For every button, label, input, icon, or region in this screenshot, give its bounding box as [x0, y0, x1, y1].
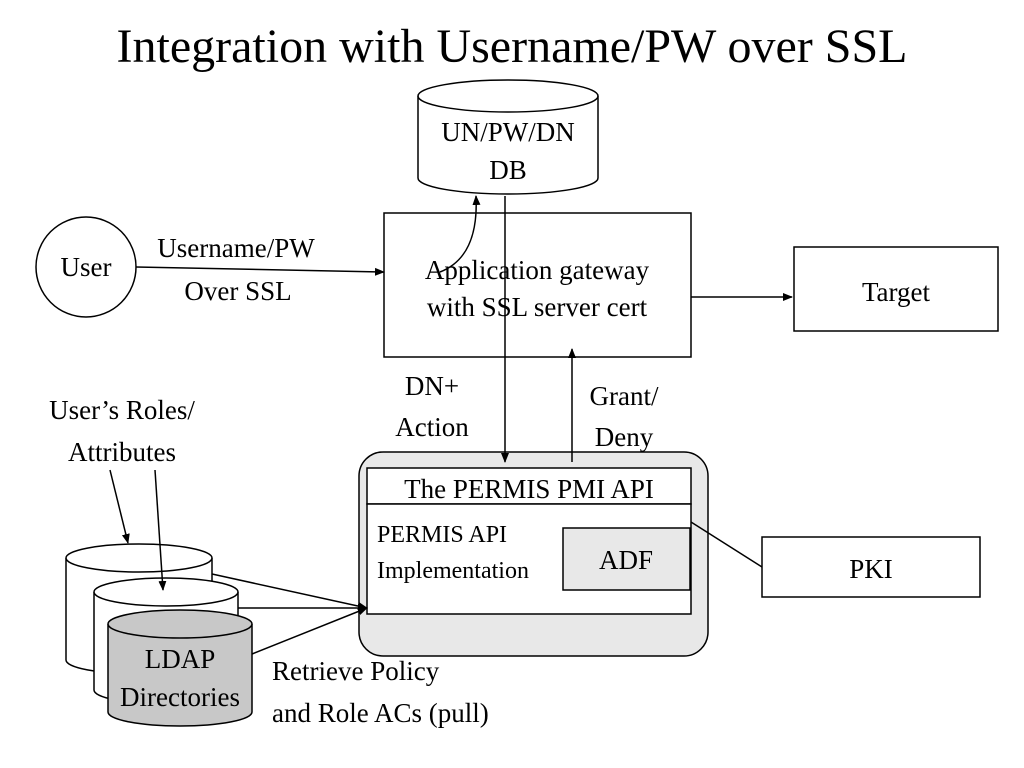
pki-link — [690, 521, 763, 568]
gateway-label-line2: with SSL server cert — [427, 292, 648, 322]
application-gateway: Application gateway with SSL server cert — [383, 212, 692, 358]
credentials-db-label-line2: DB — [489, 155, 527, 185]
ldap-label-line2: Directories — [120, 682, 240, 712]
permis-api-title: The PERMIS PMI API — [404, 474, 654, 504]
credentials-db-label-line1: UN/PW/DN — [441, 117, 575, 147]
gateway-label-line1: Application gateway — [425, 255, 650, 285]
roles-arrow-2 — [154, 469, 167, 591]
roles-label-line1: User’s Roles/ — [49, 395, 195, 425]
request-label-line2: Action — [395, 412, 469, 442]
retrieve-label-line1: Retrieve Policy — [272, 656, 440, 686]
implementation-label-line1: PERMIS API — [377, 522, 507, 548]
decision-label-line1: Grant/ — [590, 381, 659, 411]
login-label-line2: Over SSL — [184, 276, 291, 306]
decision-label-line2: Deny — [595, 422, 654, 452]
user-label: User — [61, 252, 112, 282]
credentials-db: UN/PW/DN DB — [417, 79, 599, 195]
ldap-pull-arrow-3 — [251, 607, 368, 655]
login-label-line1: Username/PW — [157, 233, 315, 263]
pki-label: PKI — [849, 554, 893, 584]
ldap-directories: LDAP Directories — [65, 543, 253, 727]
page-title: Integration with Username/PW over SSL — [117, 20, 908, 73]
db-lookup-arrow — [439, 195, 481, 273]
roles-arrow-1 — [109, 469, 130, 544]
pki-node: PKI — [761, 536, 981, 598]
permis-container: The PERMIS PMI API PERMIS API Implementa… — [358, 451, 709, 657]
user-node: User — [35, 216, 137, 318]
target-label: Target — [862, 277, 931, 307]
roles-label-line2: Attributes — [68, 437, 176, 467]
target-node: Target — [793, 246, 999, 332]
request-label-line1: DN+ — [405, 371, 459, 401]
adf-label: ADF — [599, 545, 653, 575]
adf-box — [562, 527, 691, 591]
ldap-label-line1: LDAP — [145, 644, 216, 674]
retrieve-label-line2: and Role ACs (pull) — [272, 698, 489, 728]
login-arrow — [135, 266, 385, 276]
ldap-pull-arrow-1 — [211, 573, 368, 610]
implementation-label-line2: Implementation — [377, 558, 529, 584]
